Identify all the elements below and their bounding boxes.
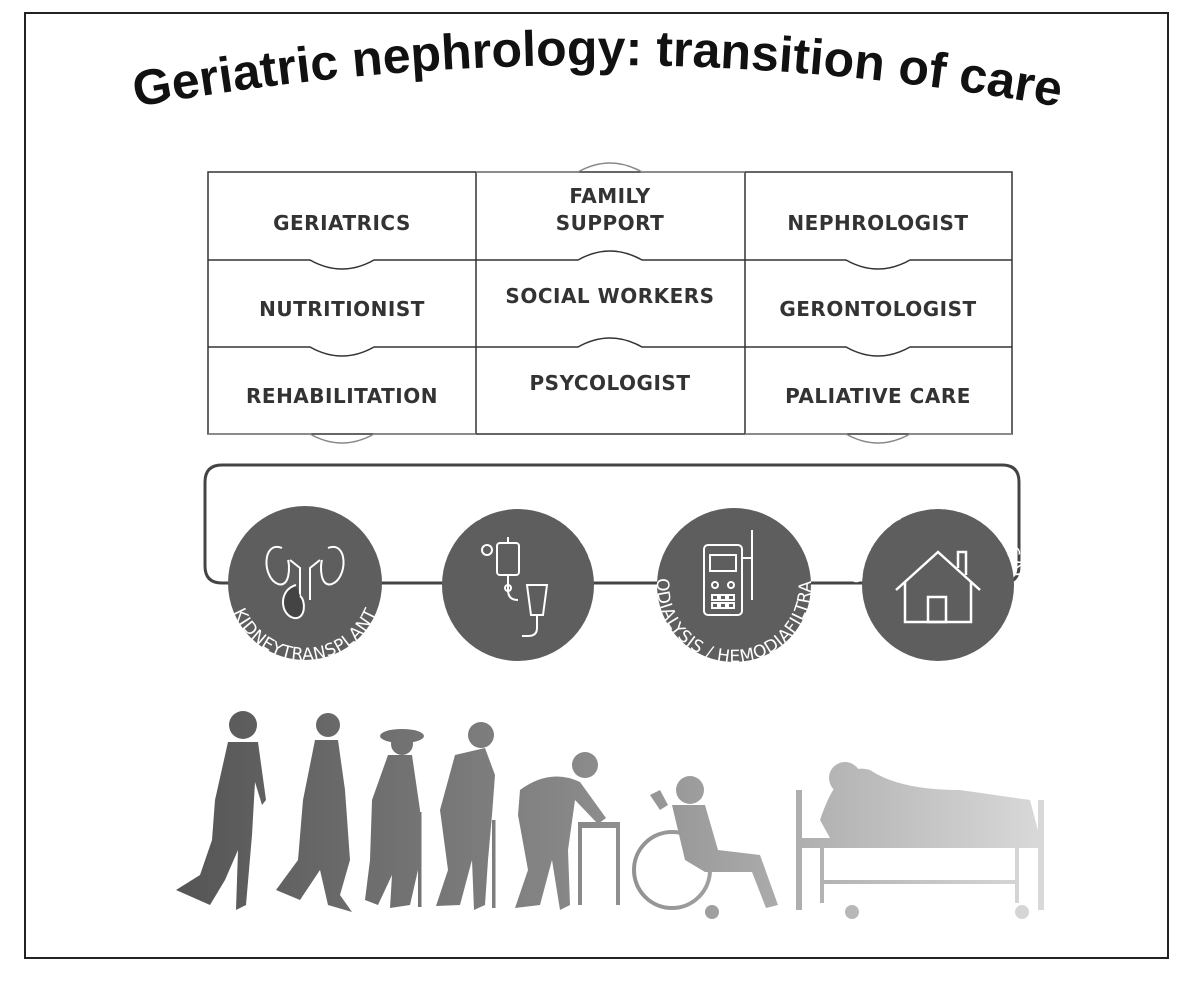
therapy-hemodialysis: HEMODIALYSIS / HEMODIAFILTRATION — [0, 0, 816, 667]
cell-nutritionist: NUTRITIONIST — [259, 297, 425, 321]
cell-geriatrics: GERIATRICS — [273, 211, 411, 235]
woman-with-cane-silhouette — [365, 729, 424, 908]
aging-progression-silhouettes — [176, 711, 1044, 919]
elderly-woman-silhouette — [276, 713, 352, 912]
house-icon — [895, 550, 981, 624]
cell-social-workers: SOCIAL WORKERS — [505, 284, 714, 308]
therapy-peritoneal-dialysis: PERITONEAL DIALYSIS — [431, 494, 605, 661]
diagram-title: Geriatric nephrology: transition of care — [128, 20, 1067, 118]
therapy-kidney-transplant: KIDNEYTRANSPLANT — [228, 506, 382, 665]
care-team-labels: GERIATRICS FAMILY SUPPORT NEPHROLOGIST N… — [246, 184, 976, 408]
kidney-icon — [265, 545, 345, 620]
cell-family-support-line1: FAMILY — [569, 184, 650, 208]
cell-gerontologist: GERONTOLOGIST — [779, 297, 976, 321]
wheelchair-user-silhouette — [632, 776, 778, 919]
man-with-walker-silhouette — [515, 752, 620, 910]
walking-man-silhouette — [176, 711, 266, 910]
cell-paliative-care: PALIATIVE CARE — [785, 384, 971, 408]
dialysis-machine-icon — [703, 530, 753, 616]
cell-family-support-line2: SUPPORT — [556, 211, 665, 235]
dialysis-bag-icon — [481, 537, 549, 637]
bedridden-patient-silhouette — [796, 762, 1044, 919]
man-with-cane-silhouette — [436, 722, 496, 910]
cell-psycologist: PSYCOLOGIST — [530, 371, 691, 395]
cell-rehabilitation: REHABILITATION — [246, 384, 438, 408]
cell-nephrologist: NEPHROLOGIST — [787, 211, 968, 235]
figure-frame — [24, 12, 1169, 959]
care-team-grid — [207, 162, 1013, 444]
therapy-connector-loop — [203, 463, 1021, 585]
